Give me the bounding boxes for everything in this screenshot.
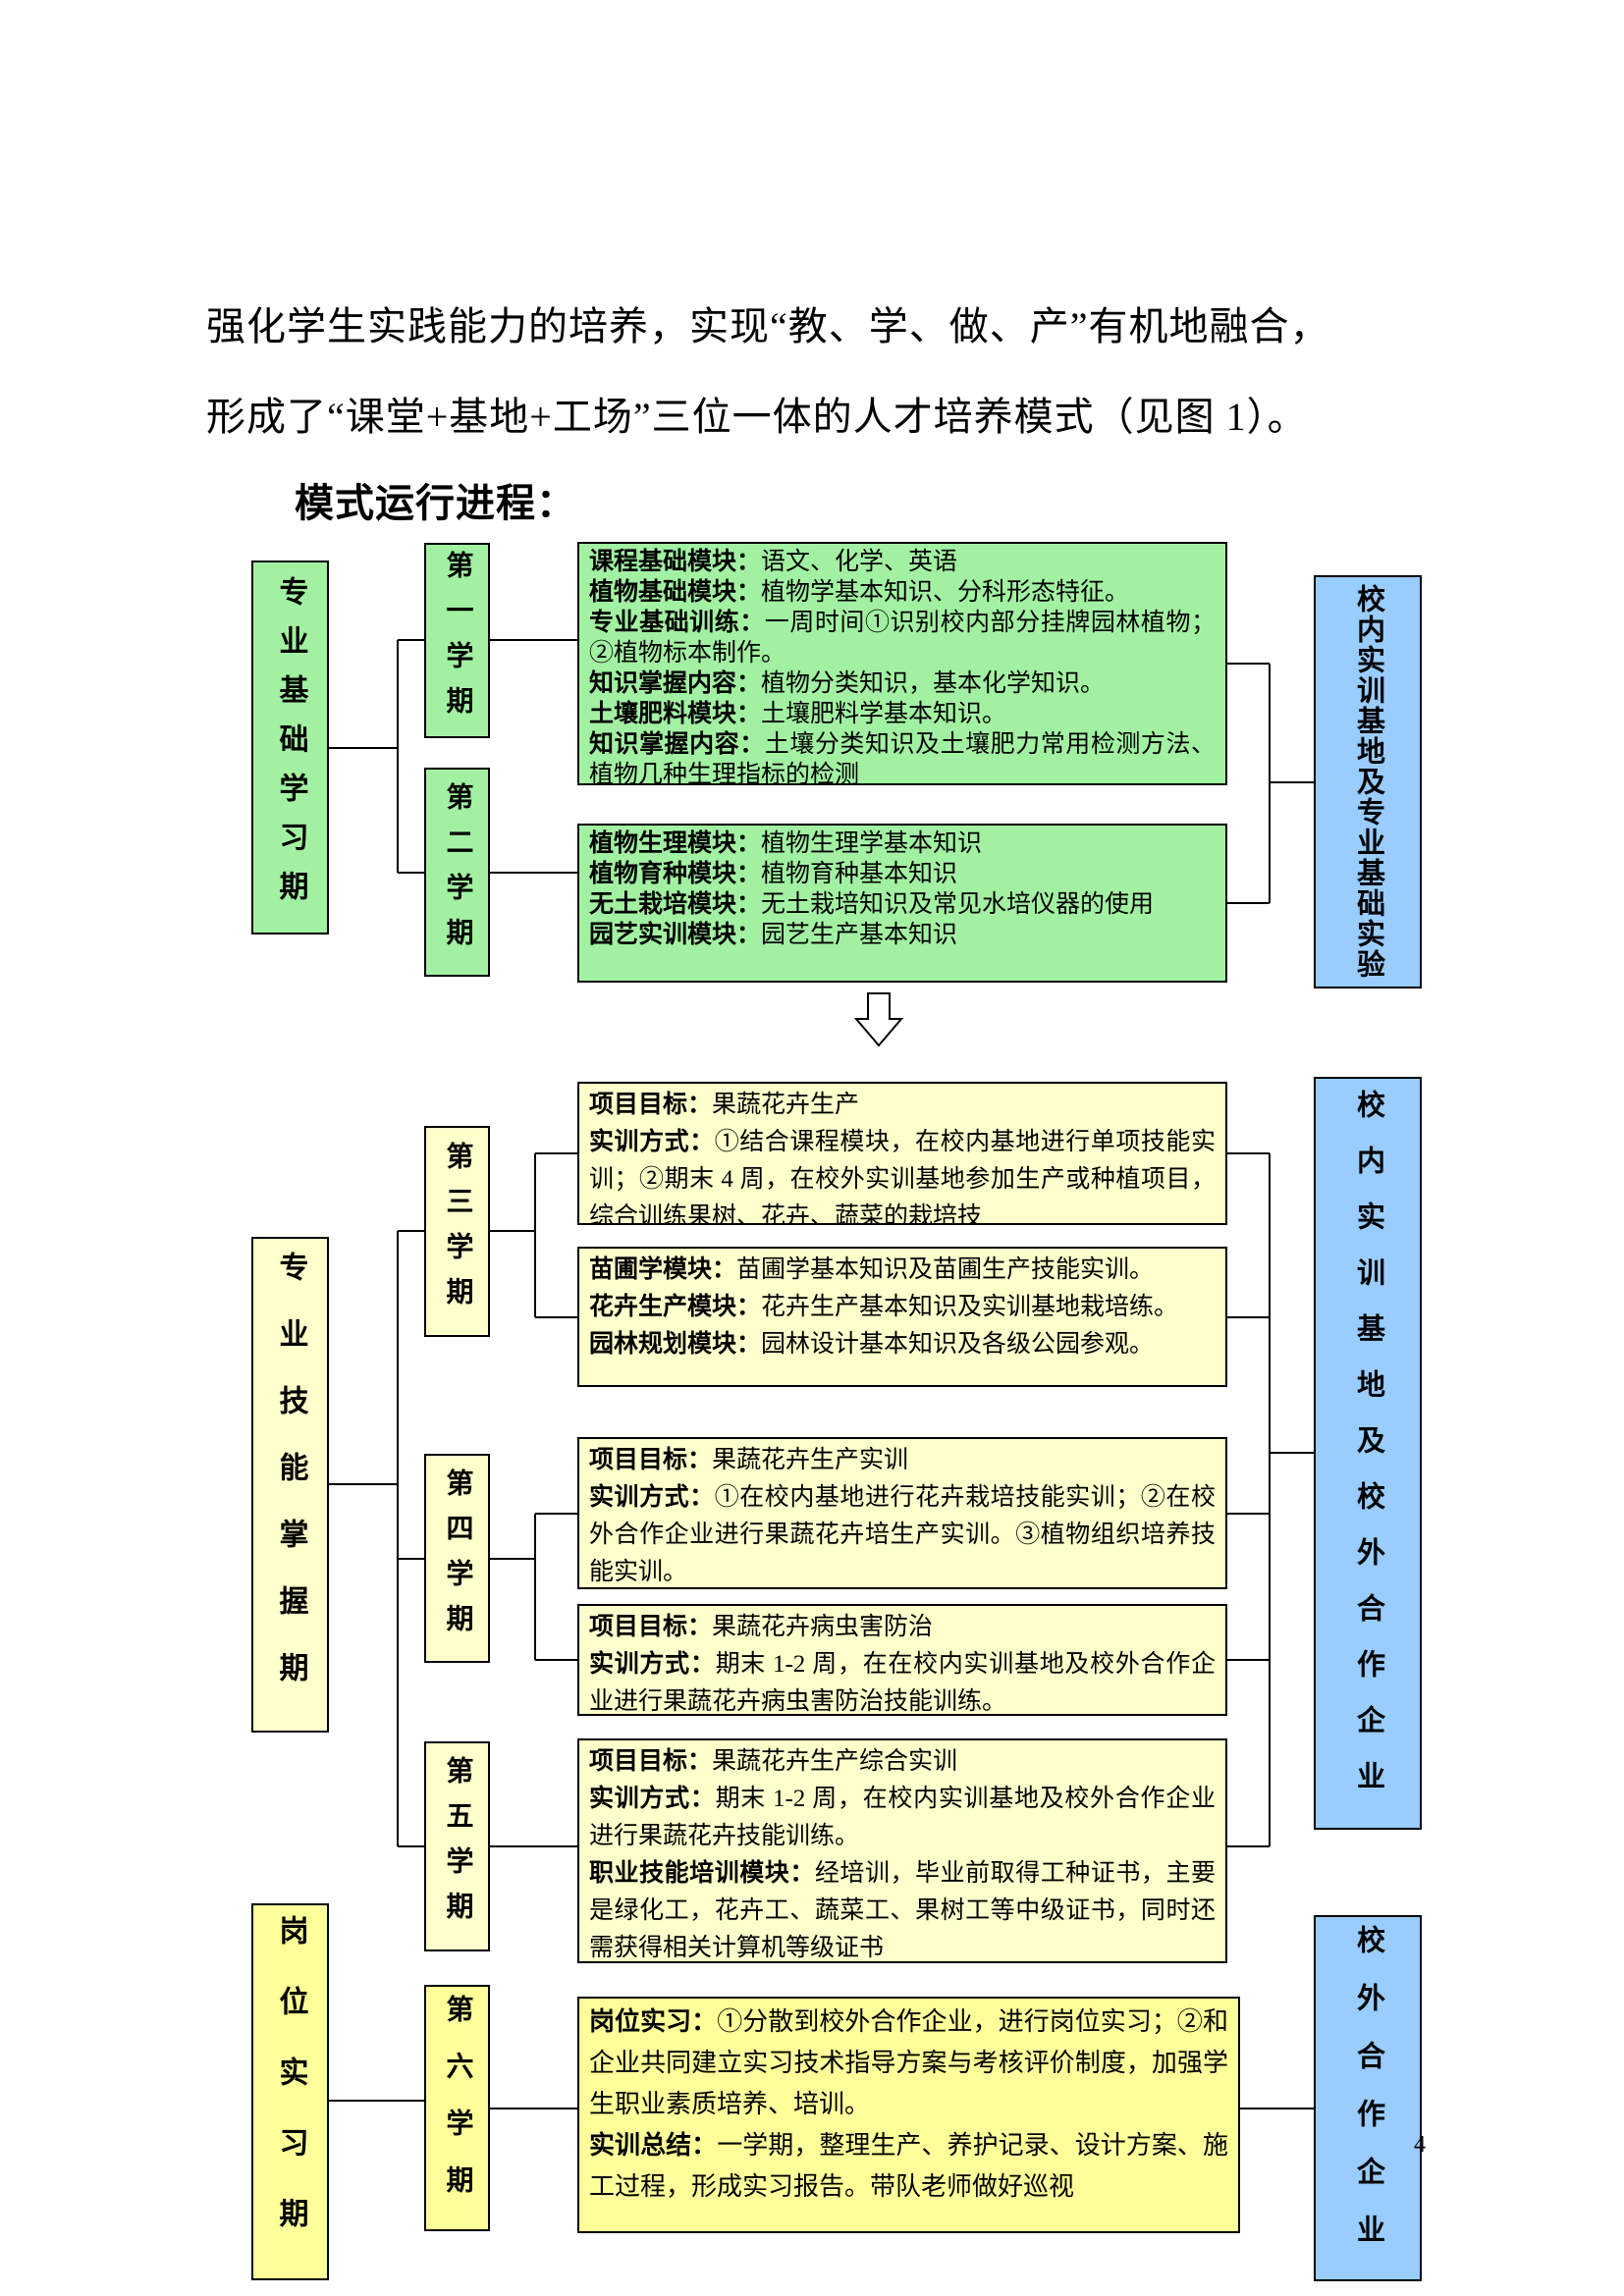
content-box-semester5-comprehensive: 项目目标：果蔬花卉生产综合实训实训方式：期末 1-2 周，在校内实训基地及校外合… <box>577 1738 1227 1963</box>
semester-label: 第三学期 <box>442 1141 473 1322</box>
site-label: 校内实训基地及校外合作企业 <box>1352 1090 1384 1817</box>
semester-label: 第四学期 <box>442 1468 473 1649</box>
module-paragraph: 项目目标：果蔬花卉生产 <box>589 1092 860 1118</box>
intro-text-line-1: 强化学生实践能力的培养，实现“教、学、做、产”有机地融合， <box>206 304 1330 348</box>
site-label: 校内实训基地及专业基础实验 <box>1352 584 1384 980</box>
semester-box-2: 第二学期 <box>424 768 490 977</box>
stage-label: 专业技能掌握期 <box>274 1251 307 1719</box>
site-box-partner-enterprises: 校外合作企业 <box>1314 1915 1422 2281</box>
content-box-semester4-project: 项目目标：果蔬花卉生产实训实训方式：①在校内基地进行花卉栽培技能实训；②在校外合… <box>577 1437 1227 1589</box>
content-box-semester3-project: 项目目标：果蔬花卉生产实训方式：①结合课程模块，在校内基地进行单项技能实训；②期… <box>577 1082 1227 1225</box>
stage-label: 专业基础学习期 <box>274 575 307 920</box>
module-paragraph: 实训方式：①在校内基地进行花卉栽培技能实训；②在校外合作企业进行果蔬花卉培生产实… <box>589 1484 1216 1585</box>
module-paragraph: 知识掌握内容：土壤分类知识及土壤肥力常用检测方法、植物几种生理指标的检测 <box>589 731 1216 785</box>
content-box-semester3-modules: 苗圃学模块：苗圃学基本知识及苗圃生产技能实训。花卉生产模块：花卉生产基本知识及实… <box>577 1247 1227 1387</box>
semester-box-3: 第三学期 <box>424 1126 490 1337</box>
module-paragraph: 知识掌握内容：植物分类知识，基本化学知识。 <box>589 670 1106 697</box>
module-paragraph: 项目目标：果蔬花卉生产实训 <box>589 1447 909 1473</box>
content-box-semester2-modules: 植物生理模块：植物生理学基本知识植物育种模块：植物育种基本知识无土栽培模块：无土… <box>577 824 1227 983</box>
stage-label: 岗位实习期 <box>274 1915 307 2269</box>
module-paragraph: 土壤肥料模块：土壤肥料学基本知识。 <box>589 701 1007 727</box>
module-paragraph: 植物育种模块：植物育种基本知识 <box>589 861 958 887</box>
semester-label: 第二学期 <box>442 781 473 963</box>
intro-text-line-3: 模式运行进程： <box>295 481 576 525</box>
semester-box-6: 第六学期 <box>424 1985 490 2231</box>
semester-label: 第一学期 <box>442 550 473 731</box>
semester-box-5: 第五学期 <box>424 1741 490 1951</box>
module-paragraph: 植物生理模块：植物生理学基本知识 <box>589 830 983 857</box>
module-paragraph: 园林规划模块：园林设计基本知识及各级公园参观。 <box>589 1331 1155 1358</box>
module-paragraph: 实训方式：期末 1-2 周，在校内实训基地及校外合作企业进行果蔬花卉技能训练。 <box>589 1786 1216 1849</box>
content-box-semester1-modules: 课程基础模块：语文、化学、英语植物基础模块：植物学基本知识、分科形态特征。专业基… <box>577 542 1227 785</box>
stage-box-internship-period: 岗位实习期 <box>251 1903 329 2280</box>
site-box-campus-training-base: 校内实训基地及专业基础实验 <box>1314 575 1422 988</box>
module-paragraph: 实训总结：一学期，整理生产、养护记录、设计方案、施工过程，形成实习报告。带队老师… <box>589 2131 1228 2201</box>
down-arrow-icon <box>853 992 904 1047</box>
module-paragraph: 课程基础模块：语文、化学、英语 <box>589 549 958 575</box>
intro-text-line-2: 形成了“课堂+基地+工场”三位一体的人才培养模式（见图 1）。 <box>206 395 1308 439</box>
module-paragraph: 岗位实习：①分散到校外合作企业，进行岗位实习；②和企业共同建立实习技术指导方案与… <box>589 2007 1228 2118</box>
content-box-semester4-pest-control: 项目目标：果蔬花卉病虫害防治实训方式：期末 1-2 周，在在校内实训基地及校外合… <box>577 1604 1227 1716</box>
semester-label: 第五学期 <box>442 1756 473 1937</box>
module-paragraph: 专业基础训练：一周时间①识别校内部分挂牌园林植物；②植物标本制作。 <box>589 610 1216 667</box>
module-paragraph: 花卉生产模块：花卉生产基本知识及实训基地栽培练。 <box>589 1294 1179 1320</box>
module-paragraph: 实训方式：期末 1-2 周，在在校内实训基地及校外合作企业进行果蔬花卉病虫害防治… <box>589 1651 1216 1715</box>
semester-label: 第六学期 <box>442 1994 473 2222</box>
content-box-semester6-internship: 岗位实习：①分散到校外合作企业，进行岗位实习；②和企业共同建立实习技术指导方案与… <box>577 1997 1240 2233</box>
site-label: 校外合作企业 <box>1352 1924 1384 2272</box>
module-paragraph: 植物基础模块：植物学基本知识、分科形态特征。 <box>589 579 1130 606</box>
module-paragraph: 职业技能培训模块：经培训，毕业前取得工种证书，主要是绿化工，花卉工、蔬菜工、果树… <box>589 1860 1216 1961</box>
site-box-campus-and-partner-enterprises: 校内实训基地及校外合作企业 <box>1314 1077 1422 1830</box>
module-paragraph: 园艺实训模块：园艺生产基本知识 <box>589 922 958 948</box>
page-number: 4 <box>1414 2132 1426 2158</box>
semester-box-1: 第一学期 <box>424 543 490 738</box>
module-paragraph: 无土栽培模块：无土栽培知识及常见水培仪器的使用 <box>589 891 1155 918</box>
stage-box-foundation-period: 专业基础学习期 <box>251 561 329 934</box>
module-paragraph: 项目目标：果蔬花卉生产综合实训 <box>589 1748 958 1775</box>
semester-box-4: 第四学期 <box>424 1454 490 1663</box>
module-paragraph: 苗圃学模块：苗圃学基本知识及苗圃生产技能实训。 <box>589 1256 1155 1283</box>
module-paragraph: 项目目标：果蔬花卉病虫害防治 <box>589 1614 934 1640</box>
stage-box-skill-period: 专业技能掌握期 <box>251 1237 329 1733</box>
module-paragraph: 实训方式：①结合课程模块，在校内基地进行单项技能实训；②期末 4 周，在校外实训… <box>589 1129 1216 1225</box>
